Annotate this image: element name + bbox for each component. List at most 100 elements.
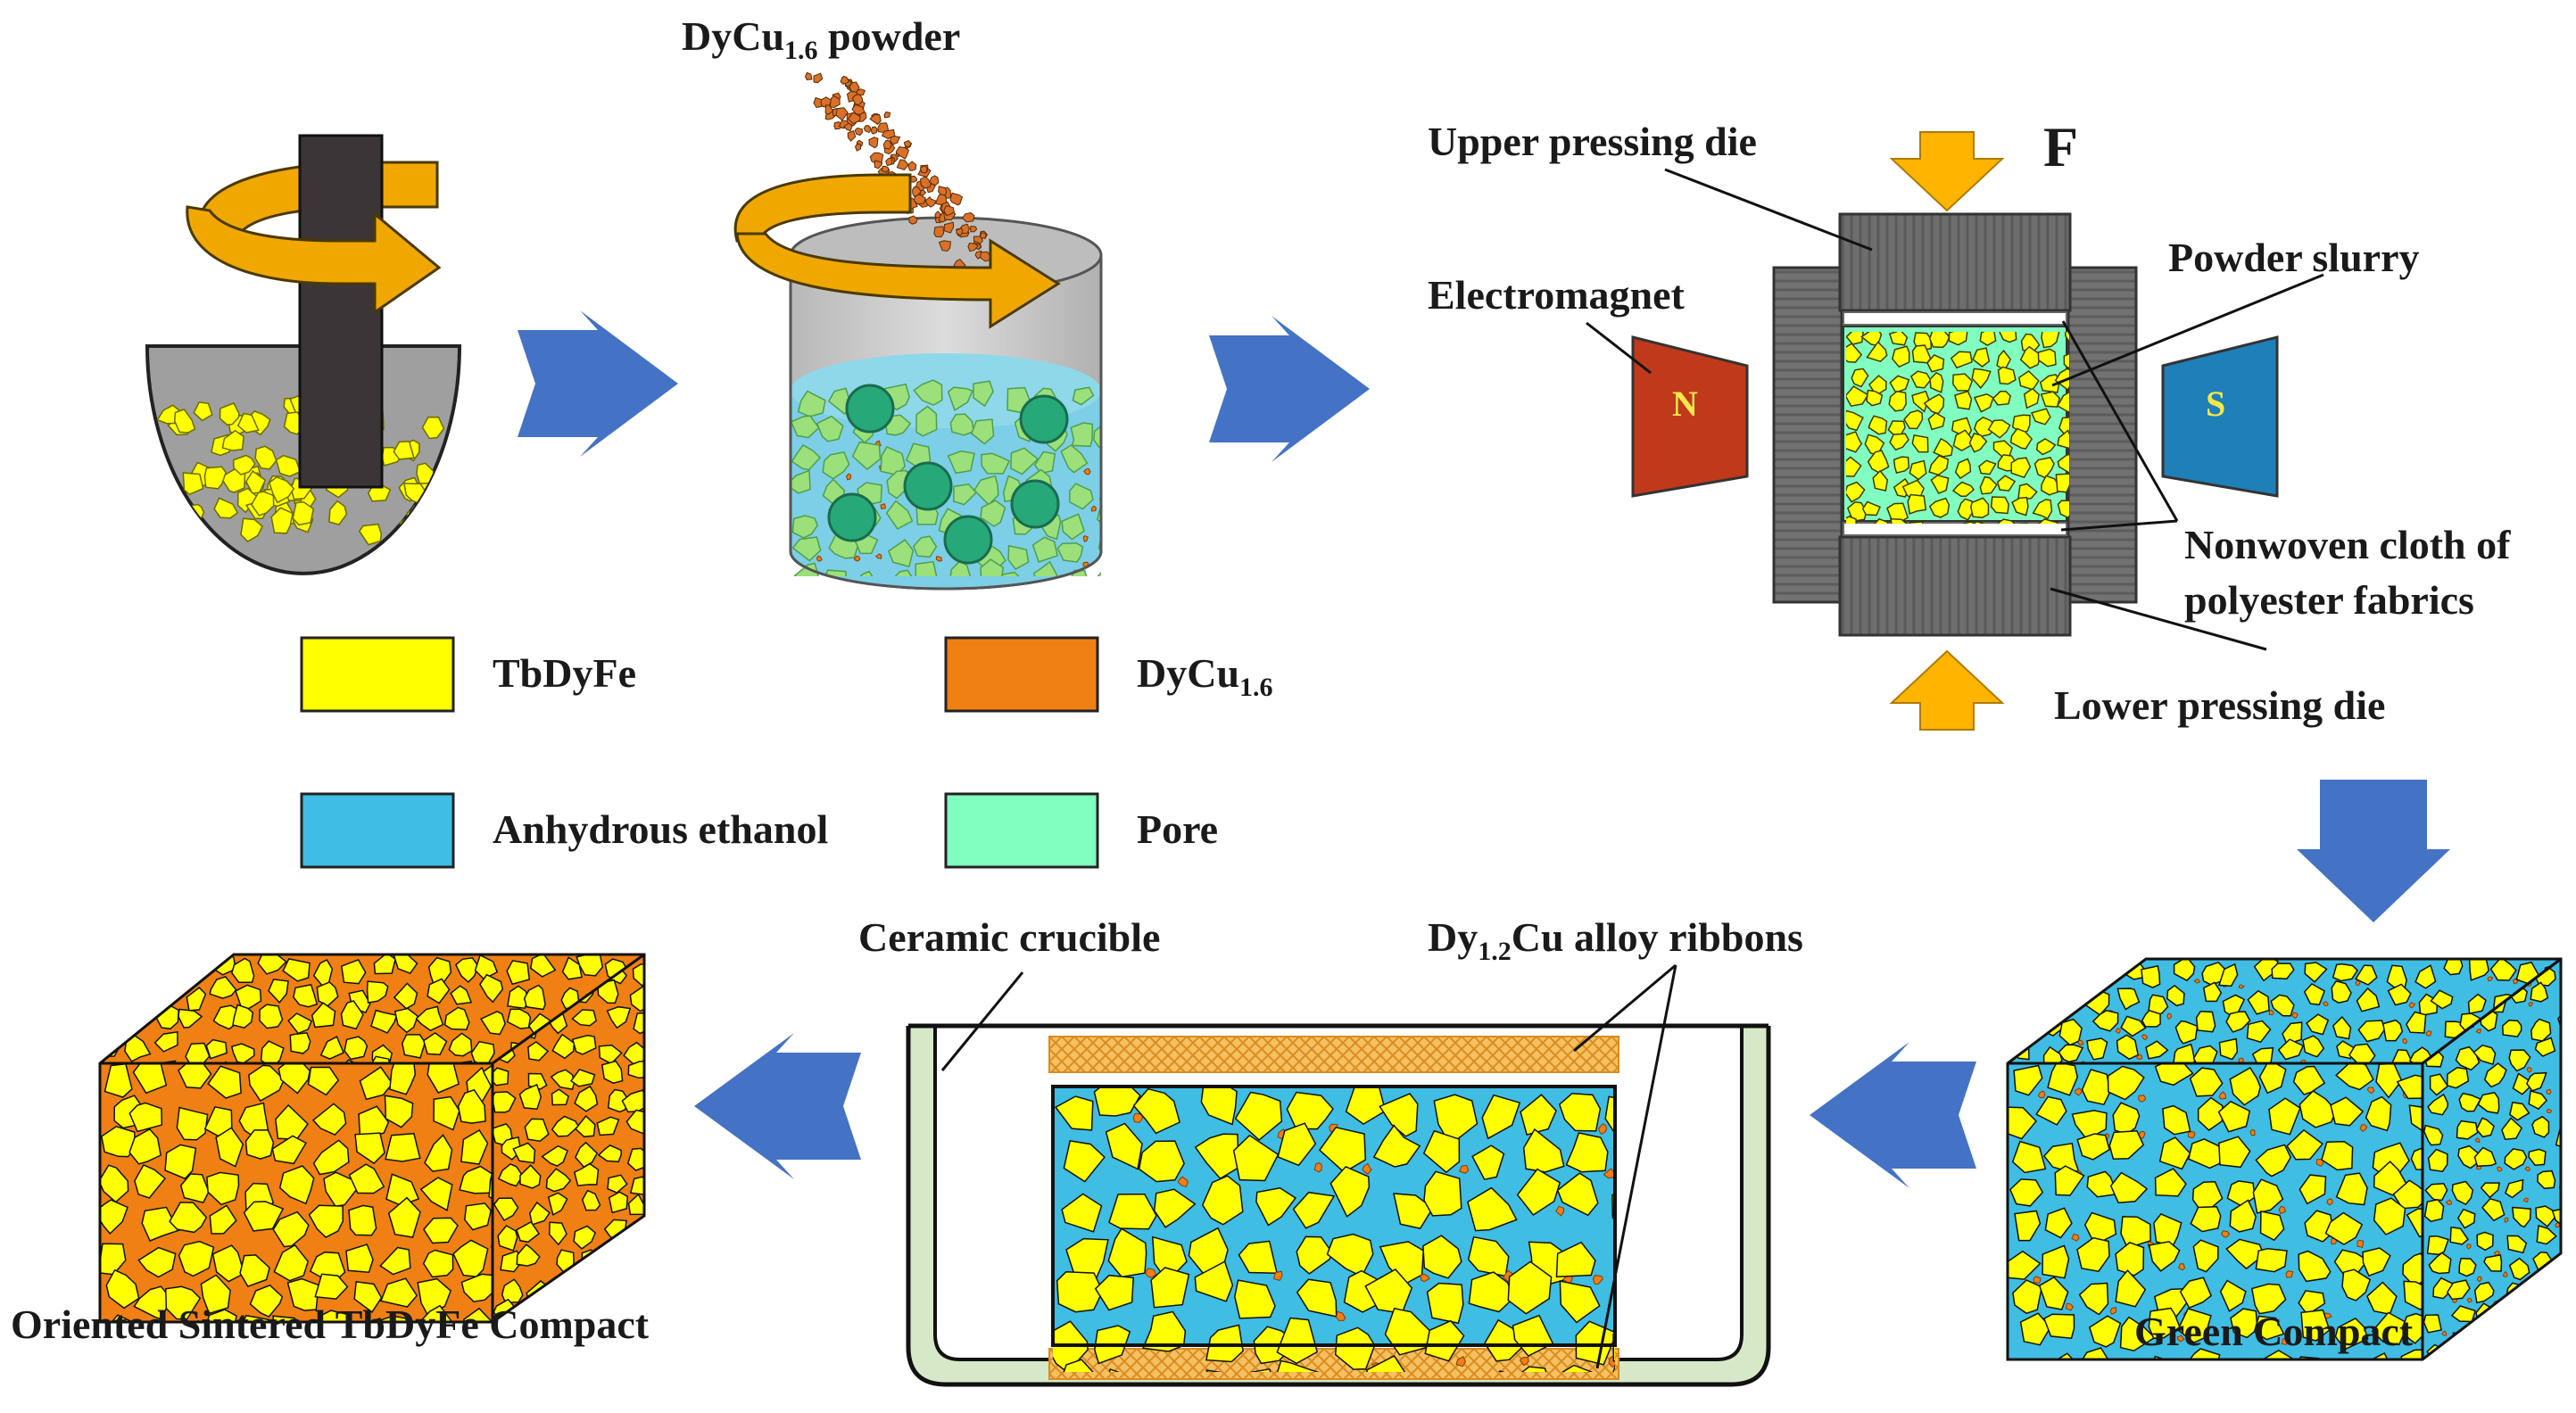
powder-particle [950,193,963,205]
ceramic-crucible-label: Ceramic crucible [858,914,1160,960]
grain [402,1035,426,1058]
particle [2547,1109,2551,1112]
grain [2197,1012,2216,1032]
grain [2218,1361,2248,1392]
grain [2063,987,2087,1007]
particle [1115,445,1120,451]
powder-particle [871,127,877,134]
magnetic-press: N S [1586,132,2323,730]
grain [1930,330,1950,348]
particle [2244,1385,2251,1392]
grain [1071,423,1092,446]
grain [2424,1315,2442,1333]
particle [1083,536,1088,541]
grain [1103,390,1125,413]
ribbons-label: Dy1.2Cu alloy ribbons [1428,914,1803,966]
powder-particle [848,131,856,142]
particle [2526,1359,2530,1363]
grain [507,961,529,984]
powder-particle [904,141,911,147]
grain [2477,1232,2493,1250]
particle [878,596,883,600]
grain [2505,1315,2522,1333]
particle [2357,1240,2364,1247]
particle [1121,557,1126,562]
process-arrow-4 [694,1033,861,1179]
particle [2529,1003,2532,1006]
powder-particle [939,186,947,195]
grain [2442,1349,2468,1378]
grain [659,1328,682,1351]
grain [660,1115,676,1135]
pore-bubble [945,516,991,563]
powder-particle [884,112,890,118]
grain [1057,1272,1103,1312]
grain [596,1275,617,1297]
powder-particle [864,126,870,133]
particle [2553,1270,2556,1276]
grain [2505,1342,2526,1359]
grain [1097,566,1119,590]
grain [2066,963,2086,983]
grain [2562,1062,2576,1084]
grain [2537,1332,2557,1351]
grain [663,1173,683,1191]
grain [2037,956,2056,975]
nonwoven-label-line2: polyester fabrics [2184,577,2474,623]
grain [635,1251,657,1273]
grain [2036,982,2058,1004]
grain [2149,1357,2176,1392]
grain [2220,1039,2238,1060]
legend-swatch-dycu [946,638,1097,711]
grain [824,570,847,595]
oriented-compact [95,951,683,1359]
grain [2503,1020,2522,1037]
legend-label-pore: Pore [1137,806,1218,852]
grain [2294,1357,2327,1387]
grain [130,956,156,979]
particle [1314,1163,1321,1172]
particle [2028,1038,2033,1044]
grain [2501,1368,2521,1389]
pore-bubble [1012,481,1058,527]
particle [1118,527,1123,532]
grain [2481,1368,2504,1384]
grain [656,1254,676,1270]
grain [127,1004,149,1026]
grain [581,1277,601,1296]
grain [2555,1286,2575,1304]
grain [650,1299,670,1322]
grain [2569,1310,2576,1330]
electromagnet-label: Electromagnet [1428,272,1686,318]
grain [128,986,150,1008]
grain [2556,1128,2576,1147]
grain [2423,1366,2440,1385]
particle [2250,1129,2255,1136]
grain [1101,451,1125,479]
grain [2013,990,2034,1010]
grain [650,1095,671,1115]
grain [651,1141,674,1164]
mixing-beaker [735,72,1130,600]
particle [2031,987,2035,991]
grinding-pestle [300,136,382,487]
grain [2564,1151,2576,1171]
grain [2538,1362,2555,1382]
upper-die-label: Upper pressing die [1428,119,1757,164]
particle [2474,1324,2479,1328]
process-arrow-1 [518,310,678,457]
grain [2561,1362,2576,1382]
powder-slurry-label: Powder slurry [2168,235,2420,280]
grain [2425,1200,2444,1221]
particle [2188,1132,2195,1138]
grain [653,1067,675,1085]
grain [1428,1284,1463,1324]
magnet-s-label: S [2206,384,2225,424]
particle [2403,1038,2407,1044]
particle [881,504,885,509]
force-arrow-bottom [1892,651,2002,730]
particle [2498,1354,2503,1359]
grain [103,965,123,987]
